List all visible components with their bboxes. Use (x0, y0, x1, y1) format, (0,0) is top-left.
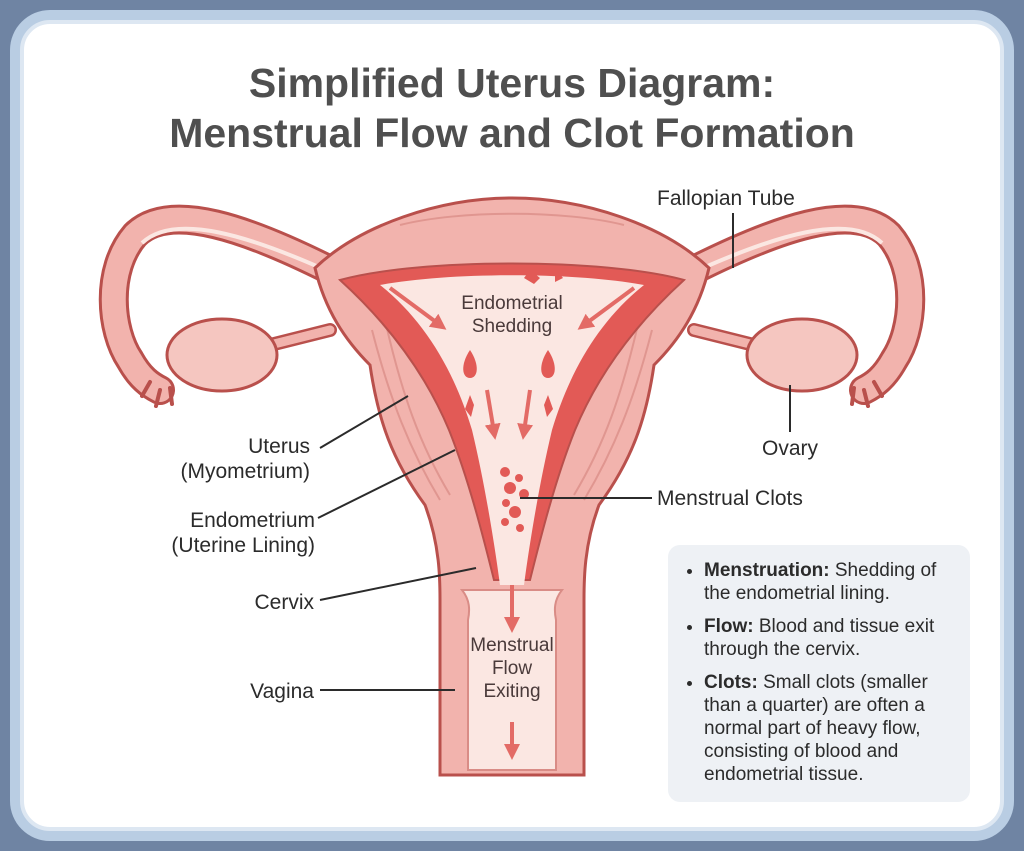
label-ovary: Ovary (761, 437, 818, 460)
info-text: Shedding of the endometrial lining. (704, 560, 937, 604)
label-endometrium-line-1: Endometrium (190, 509, 315, 532)
right-fallopian-tube (679, 204, 926, 408)
label-cervix: Cervix (254, 591, 314, 614)
blood-drop-right (541, 350, 555, 378)
label-flow-line-1: Menstrual (470, 635, 554, 656)
leader-lines (317, 213, 791, 691)
label-endometrial-shedding: Endometrial Shedding (432, 292, 592, 338)
uterine-cavity (380, 275, 644, 585)
title-line-1: Simplified Uterus Diagram: (248, 60, 776, 106)
info-term: Clots: (704, 672, 758, 693)
label-endometrium: Endometrium (Uterine Lining) (130, 508, 315, 558)
info-list: Menstruation: Shedding of the endometria… (682, 559, 960, 786)
info-text: Small clots (smaller than a quarter) are… (704, 672, 928, 785)
info-item-flow: Flow: Blood and tissue exit through the … (704, 615, 960, 661)
label-flow-line-2: Flow (491, 658, 533, 679)
label-flow-line-3: Exiting (483, 681, 541, 702)
label-uterus-line-2: (Myometrium) (180, 460, 311, 483)
info-box: Menstruation: Shedding of the endometria… (668, 545, 970, 802)
left-fallopian-tube (98, 204, 345, 408)
label-shedding-line-2: Shedding (471, 316, 553, 337)
info-item-clots: Clots: Small clots (smaller than a quart… (704, 671, 960, 786)
blood-drop-left (463, 350, 477, 378)
vaginal-canal (459, 589, 565, 771)
page-title: Simplified Uterus Diagram: Menstrual Flo… (0, 58, 1024, 158)
shedding-fragments (465, 268, 563, 417)
flow-arrows (388, 286, 636, 760)
left-ovary (165, 317, 279, 393)
label-fallopian-tube: Fallopian Tube (657, 187, 795, 210)
label-shedding-line-1: Endometrial (461, 293, 563, 314)
label-menstrual-flow-exiting: Menstrual Flow Exiting (452, 634, 572, 703)
title-line-2: Menstrual Flow and Clot Formation (169, 110, 855, 156)
label-uterus: Uterus (Myometrium) (140, 434, 311, 484)
info-text: Blood and tissue exit through the cervix… (704, 616, 935, 660)
label-menstrual-clots: Menstrual Clots (657, 487, 803, 510)
right-ovary (745, 317, 859, 393)
info-term: Menstruation: (704, 560, 830, 581)
myometrium-texture (371, 212, 653, 501)
label-vagina: Vagina (250, 680, 314, 703)
menstrual-clots (500, 467, 529, 532)
info-item-menstruation: Menstruation: Shedding of the endometria… (704, 559, 960, 605)
label-endometrium-line-2: (Uterine Lining) (171, 534, 315, 557)
label-uterus-line-1: Uterus (248, 435, 310, 458)
info-term: Flow: (704, 616, 754, 637)
